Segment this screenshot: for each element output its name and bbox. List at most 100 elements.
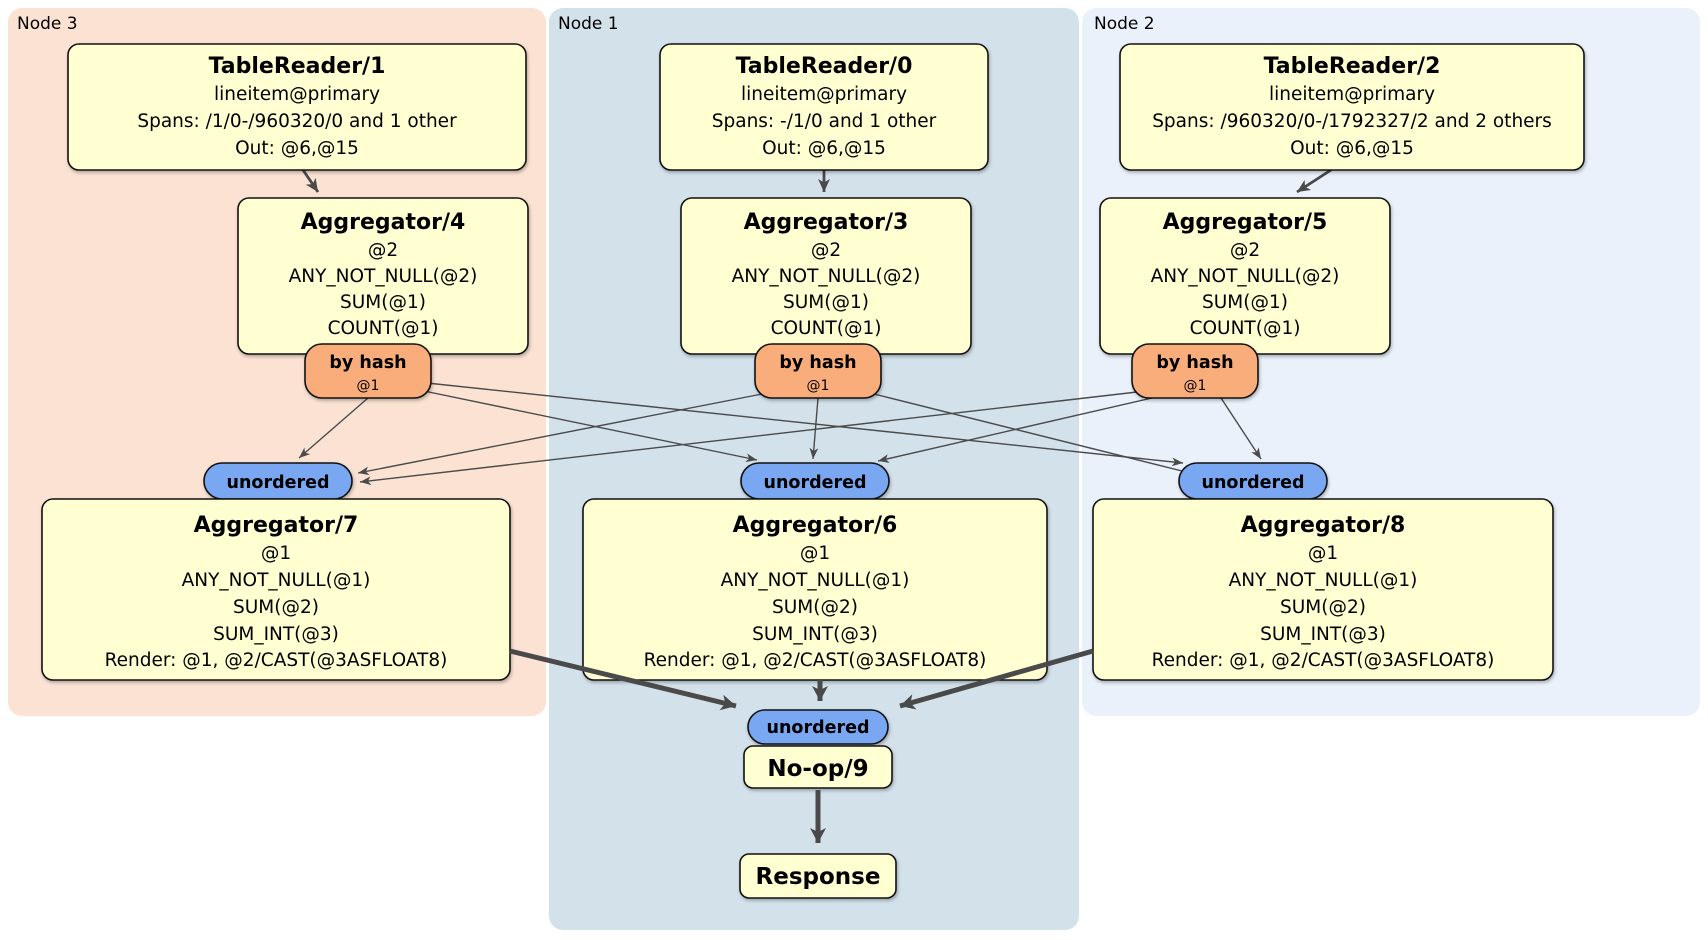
router-label: by hash <box>779 353 856 373</box>
edge-byhash5-unordered8 <box>1220 397 1262 460</box>
edge-tablereader1-aggregator4 <box>301 169 320 193</box>
processor-aggregator-6: Aggregator/6 @1 ANY_NOT_NULL(@1) SUM(@2)… <box>582 498 1048 681</box>
processor-detail: SUM(@2) <box>772 597 858 618</box>
edge-byhash4-unordered6 <box>423 390 758 463</box>
processor-detail: SUM(@2) <box>1280 597 1366 618</box>
node-region-1-label: Node 1 <box>558 14 619 34</box>
processor-box <box>743 745 893 789</box>
processor-tablereader-0: TableReader/0 lineitem@primary Spans: -/… <box>659 43 989 171</box>
processor-detail: COUNT(@1) <box>771 318 882 339</box>
processor-title: Aggregator/7 <box>194 513 359 538</box>
processor-detail: ANY_NOT_NULL(@1) <box>1229 570 1418 591</box>
processor-detail: lineitem@primary <box>1269 84 1435 105</box>
node-region-2-label: Node 2 <box>1094 14 1155 34</box>
processor-box <box>739 853 897 899</box>
sync-label: unordered <box>227 473 330 493</box>
processor-detail: Render: @1, @2/CAST(@3ASFLOAT8) <box>1152 650 1495 671</box>
processor-detail: Spans: /960320/0-/1792327/2 and 2 others <box>1152 111 1552 132</box>
processor-detail: ANY_NOT_NULL(@1) <box>182 570 371 591</box>
sync-unordered-8: unordered <box>1178 462 1328 500</box>
edge-byhash3-unordered6 <box>809 397 819 460</box>
processor-detail: lineitem@primary <box>741 84 907 105</box>
router-hash-columns: @1 <box>357 378 380 394</box>
sync-label: unordered <box>764 473 867 493</box>
edge-byhash4-unordered7 <box>298 397 369 459</box>
processor-detail: Spans: /1/0-/960320/0 and 1 other <box>137 111 457 132</box>
processor-detail: COUNT(@1) <box>1190 318 1301 339</box>
edge-byhash4-unordered8 <box>426 382 1184 467</box>
processor-box <box>67 43 527 171</box>
node-region-3-label: Node 3 <box>17 14 78 34</box>
processor-detail: Out: @6,@15 <box>235 138 359 159</box>
sync-unordered-final: unordered <box>747 709 889 745</box>
processor-detail: @1 <box>261 543 291 564</box>
processor-detail: SUM(@1) <box>1202 292 1288 313</box>
edge-tablereader2-aggregator5 <box>1296 168 1332 194</box>
processor-title: No-op/9 <box>767 756 868 782</box>
sync-oval <box>747 709 889 745</box>
processor-box <box>659 43 989 171</box>
processor-detail: SUM_INT(@3) <box>752 624 878 645</box>
processor-tablereader-2: TableReader/2 lineitem@primary Spans: /9… <box>1119 43 1585 171</box>
processor-detail: Out: @6,@15 <box>762 138 886 159</box>
processor-title: TableReader/2 <box>1264 54 1441 79</box>
router-hash-columns: @1 <box>1184 378 1207 394</box>
router-by-hash-5: by hash @1 <box>1131 343 1259 399</box>
processor-detail: @2 <box>811 240 841 261</box>
processor-detail: SUM_INT(@3) <box>213 624 339 645</box>
edge-byhash3-unordered7 <box>357 393 763 476</box>
processor-detail: Spans: -/1/0 and 1 other <box>712 111 937 132</box>
processor-box <box>582 498 1048 681</box>
processor-detail: ANY_NOT_NULL(@2) <box>289 266 478 287</box>
processor-title: Aggregator/8 <box>1241 513 1406 538</box>
processor-detail: COUNT(@1) <box>328 318 439 339</box>
processor-aggregator-7: Aggregator/7 @1 ANY_NOT_NULL(@1) SUM(@2)… <box>41 498 511 681</box>
processor-detail: @1 <box>800 543 830 564</box>
processor-noop-9: No-op/9 <box>743 745 893 789</box>
processor-detail: @2 <box>1230 240 1260 261</box>
router-oval <box>1131 343 1259 399</box>
processor-response: Response <box>739 853 897 899</box>
processor-title: Aggregator/3 <box>744 210 909 235</box>
processor-aggregator-3: Aggregator/3 @2 ANY_NOT_NULL(@2) SUM(@1)… <box>680 197 972 355</box>
processor-detail: Out: @6,@15 <box>1290 138 1414 159</box>
router-label: by hash <box>329 353 406 373</box>
processor-title: TableReader/0 <box>736 54 913 79</box>
sync-unordered-7: unordered <box>203 462 353 500</box>
router-by-hash-3: by hash @1 <box>754 343 882 399</box>
processor-title: Aggregator/6 <box>733 513 898 538</box>
processor-detail: SUM(@1) <box>340 292 426 313</box>
edge-byhash5-unordered7 <box>359 391 1138 486</box>
router-label: by hash <box>1156 353 1233 373</box>
processor-aggregator-8: Aggregator/8 @1 ANY_NOT_NULL(@1) SUM(@2)… <box>1092 498 1554 681</box>
processor-aggregator-4: Aggregator/4 @2 ANY_NOT_NULL(@2) SUM(@1)… <box>237 197 529 355</box>
processor-detail: ANY_NOT_NULL(@2) <box>1151 266 1340 287</box>
router-oval <box>754 343 882 399</box>
processor-detail: Render: @1, @2/CAST(@3ASFLOAT8) <box>644 650 987 671</box>
processor-detail: ANY_NOT_NULL(@1) <box>721 570 910 591</box>
router-oval <box>304 343 432 399</box>
processor-detail: SUM_INT(@3) <box>1260 624 1386 645</box>
router-by-hash-4: by hash @1 <box>304 343 432 399</box>
processor-detail: ANY_NOT_NULL(@2) <box>732 266 921 287</box>
processor-title: Aggregator/4 <box>301 210 466 235</box>
edge-aggregator7-final-unordered <box>509 648 737 711</box>
processor-title: Aggregator/5 <box>1163 210 1328 235</box>
sync-unordered-6: unordered <box>740 462 890 500</box>
edge-byhash3-unordered8 <box>873 393 1195 476</box>
processor-box <box>41 498 511 681</box>
processor-detail: @2 <box>368 240 398 261</box>
processor-detail: SUM(@1) <box>783 292 869 313</box>
processor-detail: @1 <box>1308 543 1338 564</box>
edge-byhash5-unordered6 <box>877 397 1153 463</box>
processor-title: Response <box>756 864 881 890</box>
processor-detail: Render: @1, @2/CAST(@3ASFLOAT8) <box>105 650 448 671</box>
processor-aggregator-5: Aggregator/5 @2 ANY_NOT_NULL(@2) SUM(@1)… <box>1099 197 1391 355</box>
processor-detail: SUM(@2) <box>233 597 319 618</box>
edge-aggregator8-final-unordered <box>899 648 1094 710</box>
processor-box <box>1092 498 1554 681</box>
processor-title: TableReader/1 <box>209 54 386 79</box>
processor-tablereader-1: TableReader/1 lineitem@primary Spans: /1… <box>67 43 527 171</box>
